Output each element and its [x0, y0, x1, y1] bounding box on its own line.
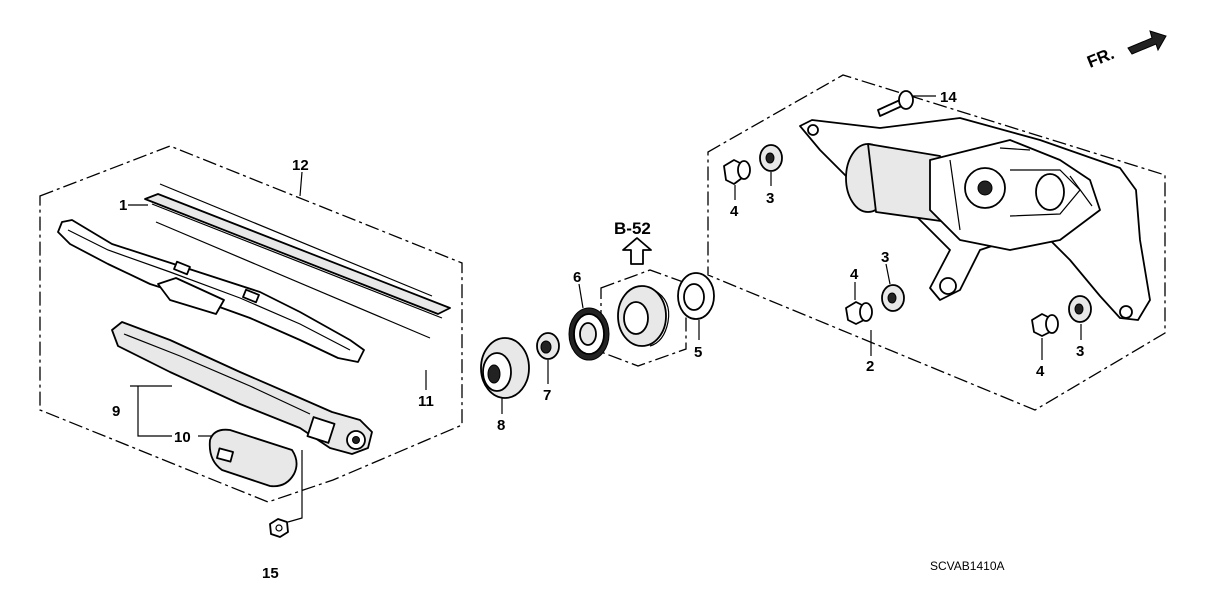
callout-3b: 3 — [881, 249, 889, 266]
wiper-motor — [799, 117, 1151, 321]
bolt-b — [845, 301, 873, 325]
arm-cover — [208, 428, 298, 488]
callout-4c: 4 — [1036, 363, 1045, 380]
callout-14: 14 — [940, 89, 957, 106]
washer — [677, 272, 715, 320]
callout-8: 8 — [497, 417, 505, 434]
grommet-b — [881, 284, 905, 312]
nut — [269, 518, 289, 538]
callout-2: 2 — [866, 358, 874, 375]
callout-4a: 4 — [730, 203, 739, 220]
callout-4b: 4 — [850, 266, 859, 283]
blade-rubber-strip — [144, 183, 451, 339]
callout-10: 10 — [174, 429, 191, 446]
cap-seal — [480, 337, 530, 399]
motor-group-box — [707, 74, 1166, 411]
grommet-c — [1068, 295, 1092, 323]
grommet-a — [759, 144, 783, 172]
motor-bolt — [877, 90, 914, 117]
wiper-blade — [57, 219, 365, 363]
nut-washer — [536, 332, 560, 360]
front-direction-label: FR. — [1084, 44, 1117, 72]
grommet — [617, 285, 670, 347]
callout-5: 5 — [694, 344, 702, 361]
reference-label: B-52 — [614, 219, 651, 238]
seal — [568, 307, 610, 361]
wiper-arm — [111, 321, 373, 455]
callout-1: 1 — [119, 197, 127, 214]
callout-6: 6 — [573, 269, 581, 286]
front-direction-arrow — [1127, 30, 1167, 55]
callout-3a: 3 — [766, 190, 774, 207]
leader-lines — [128, 95, 1082, 523]
reference-arrow — [622, 237, 652, 265]
bolt-c — [1031, 313, 1059, 337]
bolt-a — [723, 159, 751, 185]
callout-9: 9 — [112, 403, 120, 420]
wiper-blade-group-box — [39, 145, 463, 503]
callout-15: 15 — [262, 565, 279, 582]
callout-3c: 3 — [1076, 343, 1084, 360]
diagram-code: SCVAB1410A — [930, 559, 1005, 573]
callout-12: 12 — [292, 157, 309, 174]
callout-7: 7 — [543, 387, 551, 404]
grommet-ref-box — [600, 269, 687, 367]
callout-11: 11 — [418, 393, 434, 410]
